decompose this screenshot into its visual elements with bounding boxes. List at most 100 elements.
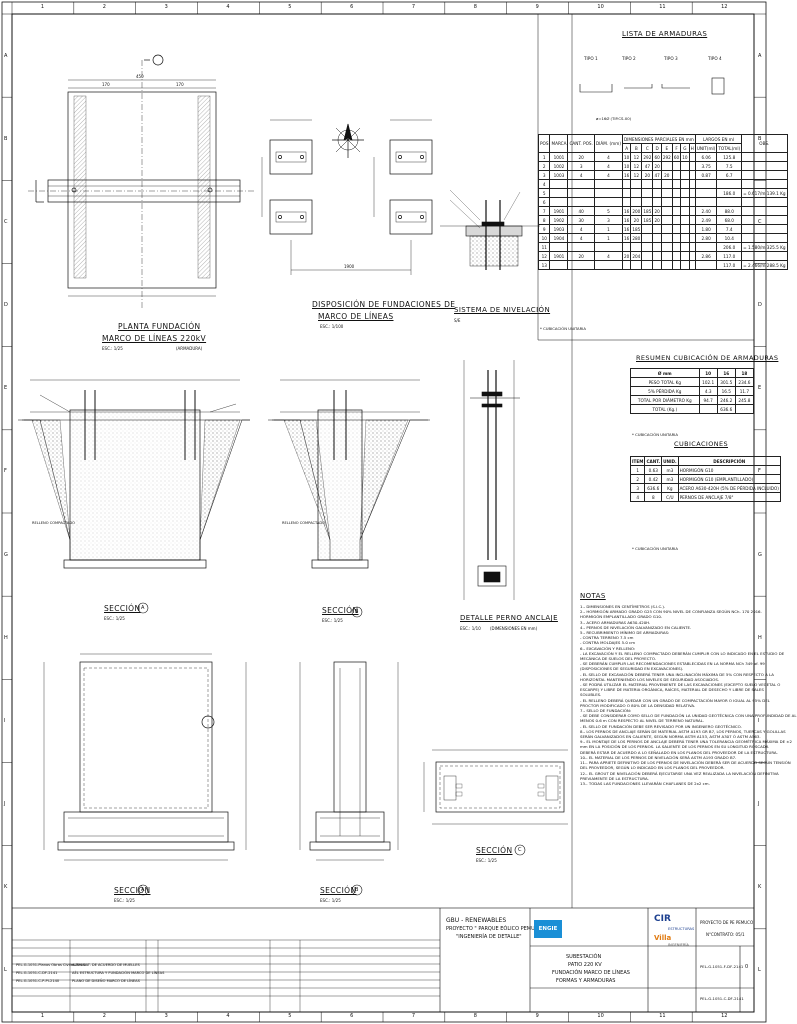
res-cell: 102.1 bbox=[698, 377, 718, 387]
res-cell: 234.6 bbox=[734, 377, 755, 387]
armaduras-cell: 20 bbox=[641, 170, 654, 180]
cub-cell: Kg bbox=[661, 483, 679, 493]
armaduras-cell bbox=[621, 197, 632, 207]
villa-logo: Villa bbox=[654, 934, 672, 942]
res-row: TOTAL (Kg.)636.6 bbox=[630, 404, 755, 414]
res-cell: 94.7 bbox=[698, 395, 718, 405]
plan-foundation-view bbox=[28, 54, 256, 310]
border-row-label-right: L bbox=[758, 967, 761, 974]
note-line: MECÁNICA DE SUELOS DEL PROYECTO. bbox=[580, 656, 656, 662]
armaduras-cell bbox=[641, 233, 654, 243]
res-cell: 246.2 bbox=[716, 395, 736, 405]
border-col-label-bottom: 9 bbox=[535, 1013, 539, 1019]
armaduras-cell: 4 bbox=[593, 152, 623, 162]
tb-company-1: GBU - RENEWABLES bbox=[446, 917, 507, 924]
armaduras-cell: 1902 bbox=[549, 215, 569, 225]
res-header: 10 bbox=[698, 368, 718, 378]
armaduras-cell: 3.75 bbox=[694, 161, 718, 171]
armaduras-cell bbox=[671, 242, 682, 252]
cub-cell: m3 bbox=[661, 474, 679, 484]
armaduras-cell: 12 bbox=[630, 152, 643, 162]
armaduras-cell bbox=[694, 197, 718, 207]
armaduras-cell: 204 bbox=[630, 251, 643, 261]
bolt-detail-title: DETALLE PERNO ANCLAJE bbox=[460, 614, 558, 622]
res-cell: TOTAL (Kg.) bbox=[630, 404, 700, 414]
arm-header-obs: OBS. bbox=[741, 134, 788, 153]
armaduras-cell bbox=[680, 251, 690, 261]
note-line: SERÁN GALVANIZADOS EN CALIENTE, SEGÚN NO… bbox=[580, 734, 761, 740]
arm-header-group2: LARGOS EN ml bbox=[694, 134, 743, 144]
section-b-view bbox=[268, 379, 430, 569]
armaduras-cell bbox=[680, 233, 690, 243]
armaduras-cell: 8 bbox=[537, 215, 551, 225]
armaduras-cell: 117.0 bbox=[716, 251, 743, 261]
cub-cell: 0.63 bbox=[644, 465, 663, 475]
armaduras-cell: 1002 bbox=[549, 161, 569, 171]
armaduras-cell: 1 bbox=[537, 152, 551, 162]
armaduras-cell: 20 bbox=[630, 215, 643, 225]
armaduras-table: POS MARCA CANT. POS. DIÁM. (mm) DIMENSIO… bbox=[537, 134, 788, 270]
armaduras-cell bbox=[641, 251, 654, 261]
armaduras-cell: 20 bbox=[621, 251, 632, 261]
armaduras-cell bbox=[660, 179, 673, 189]
armaduras-cell bbox=[549, 260, 569, 270]
layout-scale: ESC.: 1/100 bbox=[320, 324, 344, 329]
note-line: HORMIGÓN EMPLANTILLADO GRADO G10. bbox=[580, 614, 663, 620]
armaduras-cell bbox=[741, 224, 788, 234]
note-line: MENOS 0.6 m CON RESPECTO AL NIVEL DE TER… bbox=[580, 718, 705, 724]
section-b-scale: ESC.: 1/25 bbox=[322, 618, 343, 623]
cub-cell: HORMIGÓN G10 (EMPLANTILLADO) bbox=[677, 474, 781, 484]
note-line: - EL SELLO DE FUNDACIÓN DEBE SER REVISAD… bbox=[580, 723, 742, 729]
border-row-label-left: B bbox=[4, 135, 8, 142]
res-cell: TOTAL POR DIÁMETRO Kg bbox=[630, 395, 700, 405]
border-row-label-left: F bbox=[4, 468, 7, 475]
armaduras-cell bbox=[660, 224, 673, 234]
border-row-label-right: G bbox=[758, 551, 762, 558]
armaduras-cell: 4 bbox=[537, 179, 551, 189]
armaduras-cell bbox=[593, 260, 623, 270]
cub-header: CANT. bbox=[644, 456, 663, 466]
border-col-label-top: 3 bbox=[164, 4, 168, 10]
armaduras-cell: 1 bbox=[593, 224, 623, 234]
cub-cell: 0.42 bbox=[644, 474, 663, 484]
armaduras-cell: 20 bbox=[652, 215, 662, 225]
armaduras-cell bbox=[641, 197, 654, 207]
note-line: - CONTRA TERRENO 7.5 cm bbox=[580, 635, 634, 641]
armaduras-cell: 12 bbox=[630, 161, 643, 171]
border-row-label-left: D bbox=[4, 302, 8, 309]
section-a-scale: ESC.: 1/25 bbox=[104, 616, 125, 621]
cub-header: UNID. bbox=[661, 456, 679, 466]
res-cell: PESO TOTAL Kg bbox=[630, 377, 700, 387]
arm-header-diam: DIÁM. (mm) bbox=[593, 134, 623, 153]
armaduras-cell: 12 bbox=[537, 251, 551, 261]
border-row-label-right: I bbox=[758, 717, 760, 724]
border-ticks bbox=[2, 2, 766, 1022]
res-header: 16 bbox=[716, 368, 736, 378]
note-line: 3.- ACERO ARMADURAS A630-420H. bbox=[580, 619, 651, 625]
res-cell: 245.8 bbox=[734, 395, 755, 405]
cir-logo: CIR bbox=[654, 914, 671, 924]
note-line: - SE DEBE CONSIDERAR COMO SELLO DE FUNDA… bbox=[580, 713, 797, 719]
armaduras-cell bbox=[567, 197, 595, 207]
tb-ref-desc-3: PLANO DE DISEÑO MARCO DE LÍNEAS bbox=[72, 979, 140, 983]
cub-cell: m3 bbox=[661, 465, 679, 475]
armaduras-cell bbox=[621, 179, 632, 189]
plan-dim-left: 170 bbox=[102, 82, 110, 87]
border-col-label-top: 1 bbox=[40, 4, 45, 10]
layout-title-2: MARCO DE LÍNEAS bbox=[318, 312, 394, 321]
armaduras-cell: = 2.466/m 288.5 Kg bbox=[741, 260, 788, 270]
note-line: mm EN LA POSICIÓN DE LOS PERNOS. LA SALI… bbox=[580, 744, 769, 750]
note-line: - SE PODRÁ UTILIZAR EL MATERIAL PROVENIE… bbox=[580, 682, 781, 688]
note-line: 11.- PARA APRIETE DEFINITIVO DE LOS PERN… bbox=[580, 760, 791, 766]
arm-subheader: TOTAL(ml) bbox=[716, 143, 743, 153]
cub-cell: HORMIGÓN G10 bbox=[677, 465, 781, 475]
armaduras-cell bbox=[630, 197, 643, 207]
armaduras-cell bbox=[694, 179, 718, 189]
tb-drawing-2: PATIO 220 KV bbox=[568, 962, 602, 968]
border-col-label-top: 4 bbox=[226, 4, 230, 10]
armaduras-cell: 13 bbox=[537, 260, 551, 270]
border-col-label-bottom: 6 bbox=[350, 1013, 354, 1019]
